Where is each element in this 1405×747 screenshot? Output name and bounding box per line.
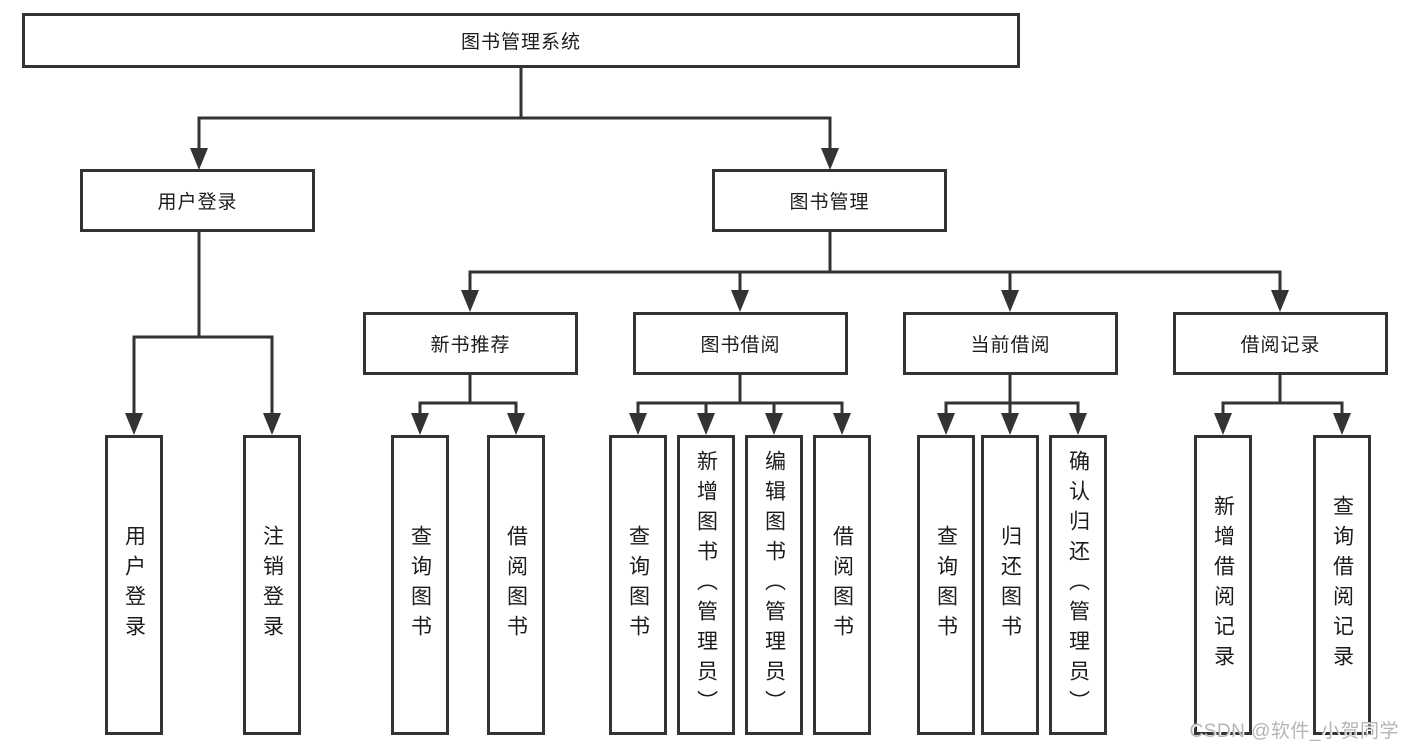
connector-borrow-branch xyxy=(636,373,844,418)
node-leaf-query-books-1: 查询图书 xyxy=(391,435,449,735)
arrow-down-icon xyxy=(1001,413,1019,435)
arrow-down-icon xyxy=(1333,413,1351,435)
node-leaf-return-books: 归还图书 xyxy=(981,435,1039,735)
connector-login-branch xyxy=(132,229,274,418)
connector-current-branch xyxy=(944,373,1080,418)
connector-recommend-branch xyxy=(418,373,518,418)
connector-root-to-level2 xyxy=(197,66,832,152)
watermark: CSDN @软件_小贺同学 xyxy=(1189,721,1399,742)
node-label: 注销登录 xyxy=(260,525,284,645)
node-label: 当前借阅 xyxy=(970,335,1051,356)
node-label: 归还图书 xyxy=(998,525,1022,645)
node-label: 查询图书 xyxy=(408,525,432,645)
node-label: 图书管理 xyxy=(789,192,870,213)
arrow-down-icon xyxy=(125,413,143,435)
node-leaf-edit-books-admin: 编辑图书（管理员） xyxy=(745,435,803,735)
node-label: 借阅图书 xyxy=(830,525,854,645)
node-label: 图书借阅 xyxy=(700,335,781,356)
node-current-borrow: 当前借阅 xyxy=(903,312,1118,375)
node-label: 图书管理系统 xyxy=(460,32,581,53)
node-leaf-logout: 注销登录 xyxy=(243,435,301,735)
arrowhead-icons xyxy=(125,148,1351,435)
node-label: 借阅记录 xyxy=(1240,335,1321,356)
node-leaf-user-login: 用户登录 xyxy=(105,435,163,735)
arrow-down-icon xyxy=(731,290,749,312)
node-label: 新增借阅记录 xyxy=(1211,495,1235,675)
node-leaf-add-borrow-record: 新增借阅记录 xyxy=(1194,435,1252,735)
node-label: 借阅图书 xyxy=(504,525,528,645)
node-user-login-branch: 用户登录 xyxy=(80,169,315,232)
node-label: 查询借阅记录 xyxy=(1330,495,1354,675)
node-label: 用户登录 xyxy=(122,525,146,645)
arrow-down-icon xyxy=(411,413,429,435)
arrow-down-icon xyxy=(833,413,851,435)
node-book-borrow: 图书借阅 xyxy=(633,312,848,375)
node-system-root: 图书管理系统 xyxy=(22,13,1020,68)
arrow-down-icon xyxy=(263,413,281,435)
arrow-down-icon xyxy=(697,413,715,435)
arrow-down-icon xyxy=(1214,413,1232,435)
node-leaf-query-books-3: 查询图书 xyxy=(917,435,975,735)
arrow-down-icon xyxy=(937,413,955,435)
arrow-down-icon xyxy=(1001,290,1019,312)
node-leaf-query-borrow-record: 查询借阅记录 xyxy=(1313,435,1371,735)
node-leaf-query-books-2: 查询图书 xyxy=(609,435,667,735)
node-label: 确认归还（管理员） xyxy=(1066,450,1090,720)
node-label: 编辑图书（管理员） xyxy=(762,450,786,720)
arrow-down-icon xyxy=(190,148,208,170)
node-leaf-add-books-admin: 新增图书（管理员） xyxy=(677,435,735,735)
arrow-down-icon xyxy=(1069,413,1087,435)
node-new-book-recommend: 新书推荐 xyxy=(363,312,578,375)
node-label: 查询图书 xyxy=(626,525,650,645)
arrow-down-icon xyxy=(765,413,783,435)
connector-records-branch xyxy=(1221,373,1344,418)
node-label: 查询图书 xyxy=(934,525,958,645)
node-leaf-borrow-books-2: 借阅图书 xyxy=(813,435,871,735)
node-leaf-confirm-return-admin: 确认归还（管理员） xyxy=(1049,435,1107,735)
node-label: 新书推荐 xyxy=(430,335,511,356)
arrow-down-icon xyxy=(1271,290,1289,312)
arrow-down-icon xyxy=(821,148,839,170)
node-label: 新增图书（管理员） xyxy=(694,450,718,720)
arrow-down-icon xyxy=(629,413,647,435)
node-borrow-records: 借阅记录 xyxy=(1173,312,1388,375)
connector-management-to-level3 xyxy=(468,229,1282,294)
arrow-down-icon xyxy=(461,290,479,312)
arrow-down-icon xyxy=(507,413,525,435)
node-leaf-borrow-books-1: 借阅图书 xyxy=(487,435,545,735)
node-book-management-branch: 图书管理 xyxy=(712,169,947,232)
node-label: 用户登录 xyxy=(157,192,238,213)
